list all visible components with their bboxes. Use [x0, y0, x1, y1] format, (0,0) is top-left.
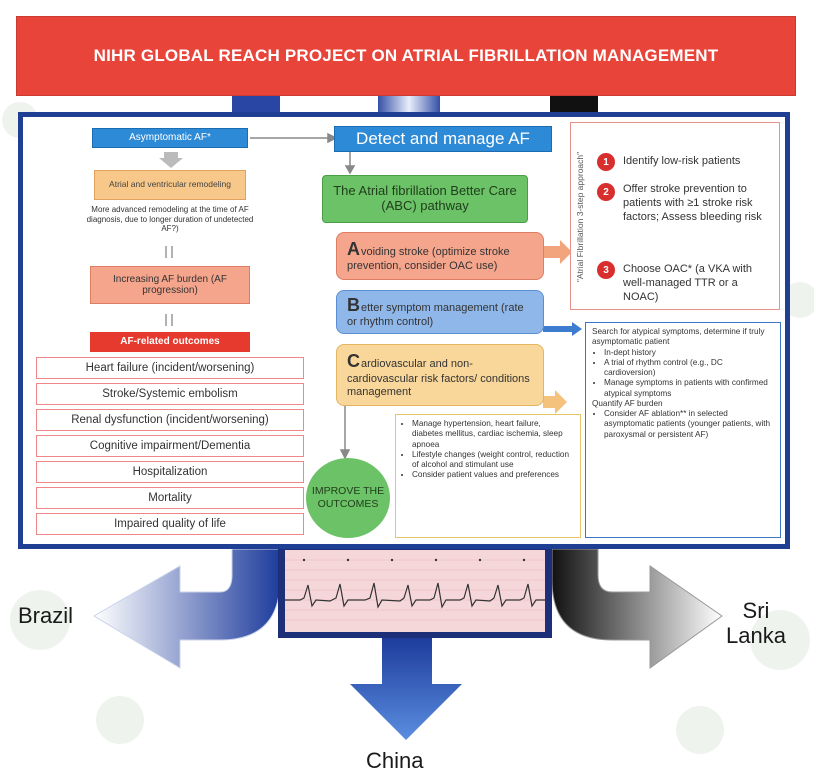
outcome-item: Renal dysfunction (incident/worsening) [36, 409, 304, 431]
abc-pathway-box: The Atrial fibrillation Better Care (ABC… [322, 175, 528, 223]
step-3-text: Choose OAC* (a VKA with well-managed TTR… [623, 263, 753, 303]
pillar-c-text: ardiovascular and non-cardiovascular ris… [347, 358, 530, 398]
list-item: Lifestyle changes (weight control, reduc… [412, 450, 574, 471]
pillar-a-letter: A [347, 238, 360, 259]
remodeling-note: More advanced remodeling at the time of … [86, 205, 254, 234]
quantify-burden-label: Quantify AF burden [592, 398, 663, 408]
list-item: Manage hypertension, heart failure, diab… [412, 419, 574, 450]
improve-outcomes-label: IMPROVE THE OUTCOMES [311, 485, 385, 510]
three-step-vertical-label: "Atrial Fibrillation 3-step approach" [575, 151, 586, 283]
outcome-item: Stroke/Systemic embolism [36, 383, 304, 405]
outcome-item: Heart failure (incident/worsening) [36, 357, 304, 379]
detect-manage-header: Detect and manage AF [334, 126, 552, 152]
step-2-text: Offer stroke prevention to patients with… [623, 183, 762, 223]
step-2-badge: 2 [597, 183, 615, 201]
outcome-item: Mortality [36, 487, 304, 509]
af-burden-box: Increasing AF burden (AF progression) [90, 266, 250, 304]
pillar-a-box: Avoiding stroke (optimize stroke prevent… [336, 232, 544, 280]
country-sri-lanka-line1: Sri [742, 598, 770, 623]
pillar-a-text: voiding stroke (optimize stroke preventi… [347, 245, 510, 273]
country-brazil: Brazil [18, 603, 74, 628]
asymptomatic-af-label: Asymptomatic AF* [129, 132, 211, 144]
remodeling-box: Atrial and ventricular remodeling [94, 170, 246, 200]
symptom-details-box: Search for atypical symptoms, determine … [585, 322, 781, 538]
pillar-b-text: etter symptom management (rate or rhythm… [347, 301, 524, 329]
country-sri-lanka-line2: Lanka [726, 623, 786, 649]
improve-outcomes-circle: IMPROVE THE OUTCOMES [306, 458, 390, 538]
asymptomatic-af-box: Asymptomatic AF* [92, 128, 248, 148]
af-burden-label: Increasing AF burden (AF progression) [113, 273, 227, 297]
outcome-item: Hospitalization [36, 461, 304, 483]
c-pillar-details: Manage hypertension, heart failure, diab… [395, 414, 581, 538]
remodeling-label: Atrial and ventricular remodeling [109, 179, 231, 190]
outcome-item: Impaired quality of life [36, 513, 304, 535]
step-1-badge: 1 [597, 153, 615, 171]
step-3-badge: 3 [597, 261, 615, 279]
af-outcomes-header: AF-related outcomes [90, 332, 250, 352]
three-step-box: "Atrial Fibrillation 3-step approach" 1 … [570, 122, 780, 310]
pillar-c-box: Cardiovascular and non-cardiovascular ri… [336, 344, 544, 406]
abc-pathway-title: The Atrial fibrillation Better Care (ABC… [333, 183, 517, 213]
af-outcomes-header-label: AF-related outcomes [120, 336, 220, 348]
outcome-item: Cognitive impairment/Dementia [36, 435, 304, 457]
country-china: China [366, 748, 424, 773]
list-item: Consider patient values and preferences [412, 470, 574, 480]
step-1-text: Identify low-risk patients [623, 155, 741, 167]
list-item: A trial of rhythm control (e.g., DC card… [604, 358, 774, 379]
country-sri-lanka: Sri Lanka [726, 598, 786, 649]
list-item: Consider AF ablation** in selected asymp… [604, 409, 774, 440]
detect-manage-label: Detect and manage AF [356, 129, 530, 149]
pillar-b-box: Better symptom management (rate or rhyth… [336, 290, 544, 334]
title-banner: NIHR GLOBAL REACH PROJECT ON ATRIAL FIBR… [16, 16, 796, 96]
symptom-intro: Search for atypical symptoms, determine … [592, 327, 765, 347]
list-item: Manage symptoms in patients with confirm… [604, 378, 774, 399]
banner-title: NIHR GLOBAL REACH PROJECT ON ATRIAL FIBR… [93, 46, 719, 65]
vertical-label-wrap: "Atrial Fibrillation 3-step approach" [569, 129, 591, 305]
list-item: In-dept history [604, 348, 774, 358]
pillar-c-letter: C [347, 351, 360, 372]
pillar-b-letter: B [347, 294, 360, 315]
